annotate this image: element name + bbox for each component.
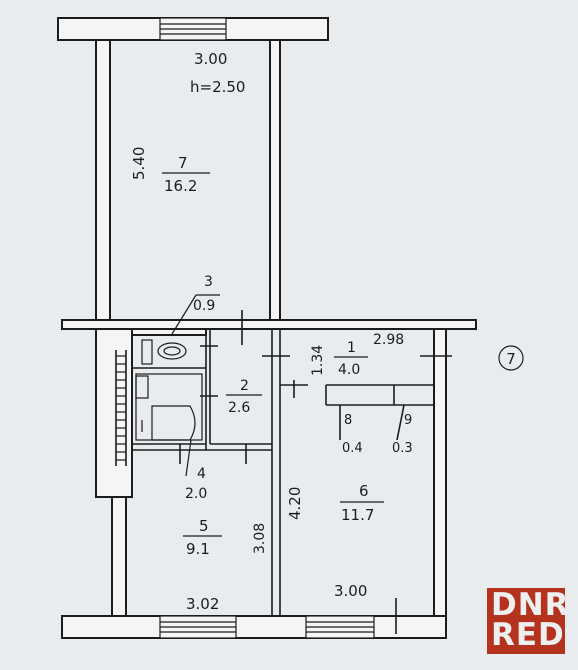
- svg-text:0.3: 0.3: [392, 441, 413, 456]
- svg-text:3.02: 3.02: [186, 595, 219, 613]
- room-9-label: 9 0.3: [392, 413, 413, 456]
- svg-text:11.7: 11.7: [341, 506, 374, 524]
- svg-text:0.9: 0.9: [193, 298, 215, 314]
- svg-text:5: 5: [199, 517, 209, 535]
- svg-text:2.6: 2.6: [228, 400, 250, 416]
- svg-text:6: 6: [359, 482, 369, 500]
- svg-text:1.34: 1.34: [310, 345, 326, 376]
- room-1-label: 1 4.0: [334, 340, 368, 378]
- radiator-hatch: [115, 350, 127, 466]
- windows: [159, 17, 397, 639]
- svg-text:5.40: 5.40: [130, 147, 148, 180]
- svg-text:7: 7: [178, 154, 188, 172]
- svg-text:8: 8: [344, 413, 352, 428]
- walls: [57, 17, 477, 639]
- svg-text:9: 9: [404, 413, 412, 428]
- interior-partitions: [131, 328, 434, 617]
- door-markers: [179, 310, 452, 464]
- svg-text:h=2.50: h=2.50: [190, 78, 245, 96]
- svg-text:16.2: 16.2: [164, 177, 197, 195]
- room-2-label: 2 2.6: [226, 378, 262, 416]
- svg-text:4: 4: [197, 466, 206, 482]
- svg-text:3.00: 3.00: [334, 582, 367, 600]
- svg-text:0.4: 0.4: [342, 441, 363, 456]
- room-3-label: 3 0.9: [193, 274, 215, 314]
- room-labels: 7 16.2 3 0.9 2 2.6 1 4.0 8 0.4 9 0.3 4 2…: [162, 154, 413, 558]
- svg-text:9.1: 9.1: [186, 540, 210, 558]
- dimension-labels: 3.00 h=2.50 5.40 2.98 1.34 4.20 3.08 3.0…: [130, 50, 404, 613]
- svg-text:3.08: 3.08: [252, 523, 268, 554]
- watermark-line-1: DNR: [491, 587, 570, 623]
- svg-text:2: 2: [240, 378, 249, 394]
- leader-lines: [171, 294, 220, 477]
- svg-text:2.98: 2.98: [373, 332, 404, 348]
- room-6-label: 6 11.7: [340, 482, 384, 524]
- room-4-label: 4 2.0: [185, 466, 207, 502]
- svg-text:1: 1: [347, 340, 356, 356]
- room-5-label: 5 9.1: [183, 517, 222, 558]
- svg-text:4.0: 4.0: [338, 362, 360, 378]
- svg-text:4.20: 4.20: [286, 487, 304, 520]
- svg-text:7: 7: [506, 350, 516, 368]
- watermark-logo: DNR RED: [487, 587, 570, 654]
- room-7-label: 7 16.2: [162, 154, 210, 195]
- svg-text:2.0: 2.0: [185, 486, 207, 502]
- svg-text:3: 3: [204, 274, 213, 290]
- svg-text:3.00: 3.00: [194, 50, 227, 68]
- toilet-icon: [141, 339, 187, 365]
- bathtub-icon: [135, 373, 203, 441]
- section-marker: 7: [498, 345, 524, 371]
- watermark-line-2: RED: [491, 617, 565, 653]
- room-8-label: 8 0.4: [342, 413, 363, 456]
